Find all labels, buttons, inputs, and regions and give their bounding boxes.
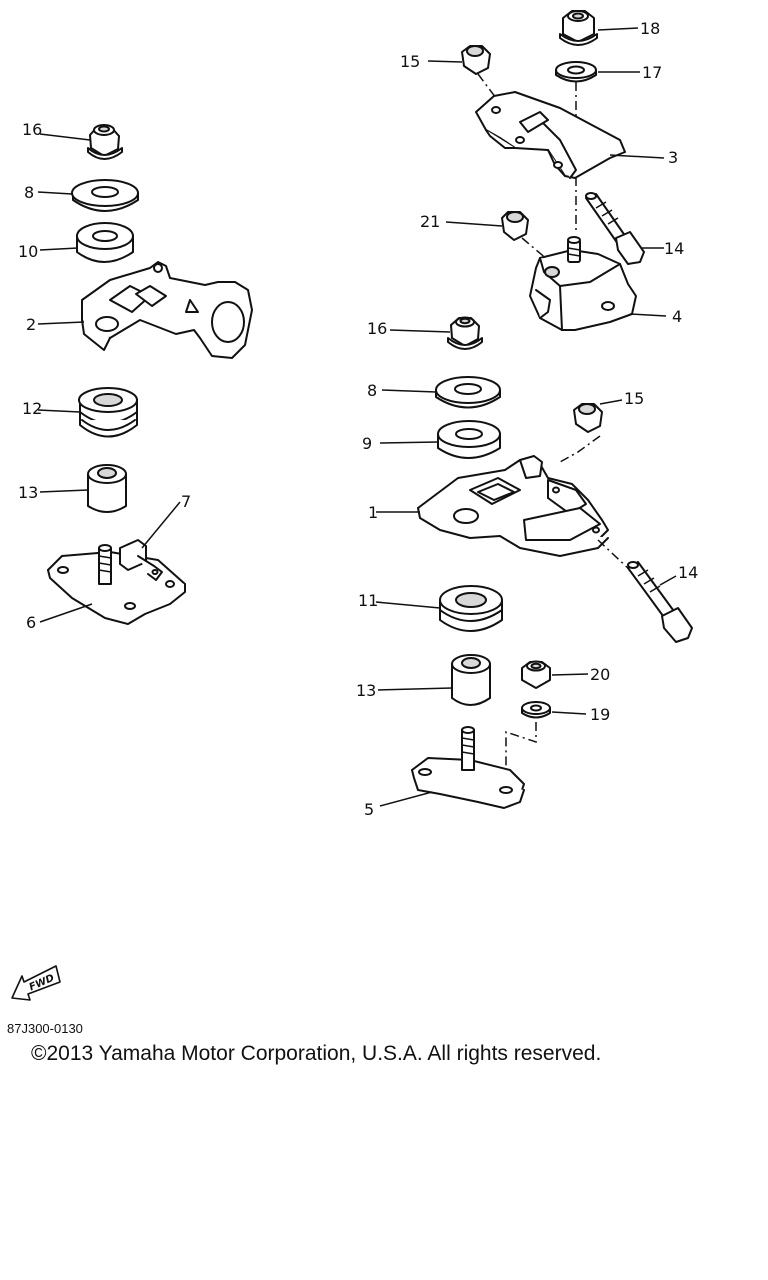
leader-8-left bbox=[37, 191, 73, 195]
leader-16-right bbox=[389, 329, 451, 333]
part-21-nut bbox=[501, 211, 529, 241]
part-14-bolt-upper bbox=[585, 192, 645, 265]
part-10-cushion bbox=[76, 222, 134, 263]
part-19-washer bbox=[521, 701, 551, 719]
callout-14-lower: 14 bbox=[678, 563, 698, 582]
callout-13-right: 13 bbox=[356, 681, 376, 700]
leader-6 bbox=[39, 603, 93, 623]
part-12-rubber-mount bbox=[78, 387, 138, 438]
leader-4 bbox=[629, 313, 667, 317]
leader-12 bbox=[37, 409, 81, 413]
part-5-base-plate bbox=[411, 726, 525, 809]
callout-7: 7 bbox=[181, 492, 191, 511]
callout-10: 10 bbox=[18, 242, 38, 261]
callout-16-right: 16 bbox=[367, 319, 387, 338]
part-11-rubber-mount bbox=[439, 585, 503, 632]
leader-21 bbox=[445, 221, 503, 227]
part-18-nut bbox=[559, 10, 598, 46]
part-13-collar-right bbox=[451, 654, 491, 706]
part-20-nut bbox=[521, 660, 551, 689]
part-14-bolt-lower bbox=[627, 561, 693, 643]
callout-5: 5 bbox=[364, 800, 374, 819]
part-16-nut-left bbox=[87, 124, 123, 160]
part-13-collar-left bbox=[87, 464, 127, 513]
fwd-arrow-icon: FWD bbox=[11, 965, 61, 1001]
callout-16-left: 16 bbox=[22, 120, 42, 139]
leader-11 bbox=[375, 601, 441, 609]
part-1-main-bracket bbox=[417, 455, 609, 557]
centerline-15-lower bbox=[559, 435, 601, 463]
part-8-washer-left bbox=[71, 179, 139, 212]
leader-15-upper bbox=[427, 60, 463, 63]
callout-6: 6 bbox=[26, 613, 36, 632]
part-16-nut-right bbox=[447, 316, 483, 350]
leader-2 bbox=[37, 321, 85, 325]
leader-15-lower bbox=[599, 399, 623, 405]
callout-14-upper: 14 bbox=[664, 239, 684, 258]
callout-21: 21 bbox=[420, 212, 440, 231]
callout-19: 19 bbox=[590, 705, 610, 724]
leader-13-right bbox=[377, 687, 453, 691]
leader-7 bbox=[141, 501, 181, 549]
part-4-engine-mount bbox=[529, 236, 637, 331]
callout-8-right: 8 bbox=[367, 381, 377, 400]
part-15-nut-lower bbox=[573, 403, 603, 433]
part-8-washer-right bbox=[435, 376, 501, 409]
callout-2: 2 bbox=[26, 315, 36, 334]
part-3-upper-plate bbox=[475, 91, 626, 179]
leader-9 bbox=[379, 441, 439, 444]
part-9-cushion bbox=[437, 420, 501, 459]
callout-13-left: 13 bbox=[18, 483, 38, 502]
callout-12: 12 bbox=[22, 399, 42, 418]
leader-16-left bbox=[39, 133, 91, 141]
part-17-washer bbox=[555, 61, 597, 83]
callout-18: 18 bbox=[640, 19, 660, 38]
leader-14-lower bbox=[659, 575, 677, 586]
leader-13-left bbox=[39, 489, 89, 493]
callout-3: 3 bbox=[668, 148, 678, 167]
centerline-14-lower bbox=[597, 539, 631, 571]
part-6-base-plate bbox=[47, 539, 186, 625]
callout-9: 9 bbox=[362, 434, 372, 453]
exploded-parts-diagram: 16 8 10 2 12 13 bbox=[18, 10, 698, 819]
callout-11: 11 bbox=[358, 591, 378, 610]
callout-4: 4 bbox=[672, 307, 682, 326]
diagram-code: 87J300-0130 bbox=[7, 1021, 83, 1036]
callout-15-upper: 15 bbox=[400, 52, 420, 71]
leader-19 bbox=[551, 711, 587, 715]
part-2-bracket bbox=[81, 261, 253, 359]
callout-20: 20 bbox=[590, 665, 610, 684]
leader-10 bbox=[39, 247, 79, 251]
part-7-terminal bbox=[119, 539, 163, 581]
part-15-nut-upper bbox=[461, 45, 491, 75]
leader-20 bbox=[551, 673, 589, 676]
leader-3 bbox=[609, 154, 665, 159]
leader-18 bbox=[597, 27, 639, 31]
centerline-19 bbox=[505, 722, 537, 790]
copyright-notice: ©2013 Yamaha Motor Corporation, U.S.A. A… bbox=[31, 1042, 602, 1065]
callout-1: 1 bbox=[368, 503, 378, 522]
callout-8-left: 8 bbox=[24, 183, 34, 202]
leader-5 bbox=[379, 791, 433, 807]
callout-15-lower: 15 bbox=[624, 389, 644, 408]
callout-17: 17 bbox=[642, 63, 662, 82]
leader-8-right bbox=[381, 389, 437, 393]
